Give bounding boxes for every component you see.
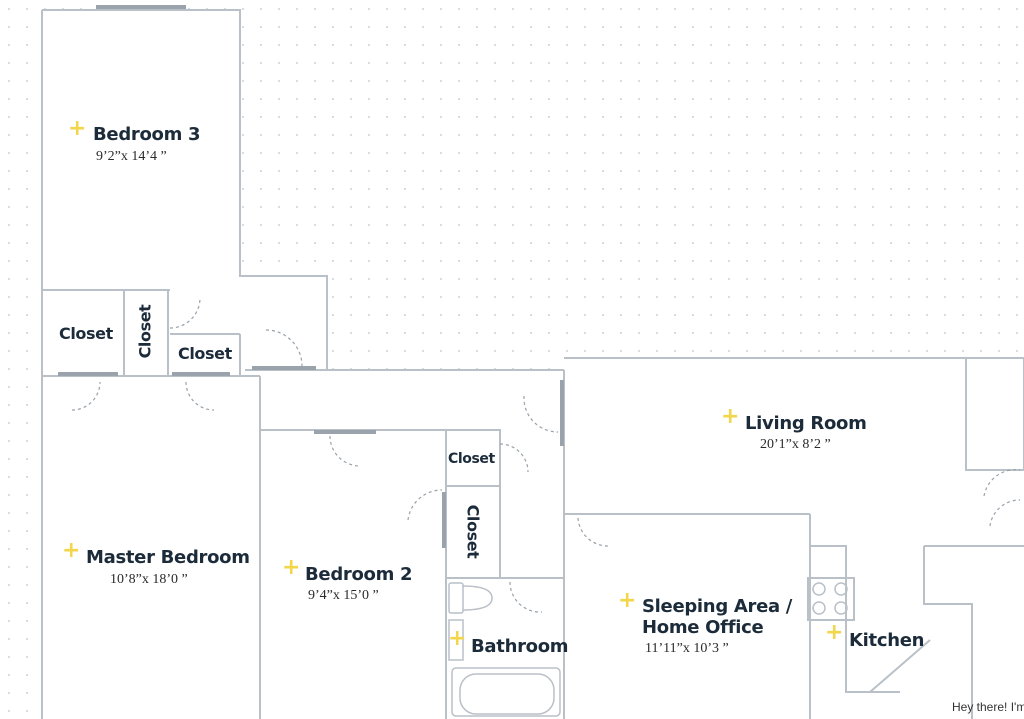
room-marker-icon[interactable]: + — [282, 555, 301, 580]
closet-label: Closet — [178, 344, 232, 363]
room-dims-sleeping-area: 11’11”x 10’3 ” — [645, 641, 729, 656]
room-marker-icon[interactable]: + — [618, 588, 637, 613]
room-name-bedroom-3: Bedroom 3 — [93, 124, 201, 145]
room-dims-master-bedroom: 10’8”x 18’0 ” — [110, 572, 188, 587]
room-name-living-room: Living Room — [745, 413, 867, 434]
room-marker-icon[interactable]: + — [825, 620, 844, 645]
closet-label: Closet — [448, 451, 495, 467]
room-name-bathroom: Bathroom — [471, 636, 569, 657]
room-dims-bedroom-2: 9’4”x 15’0 ” — [308, 588, 379, 603]
room-marker-icon[interactable]: + — [721, 404, 740, 429]
room-marker-icon[interactable]: + — [68, 116, 87, 141]
room-name-master-bedroom: Master Bedroom — [86, 547, 250, 568]
closet-label: Closet — [135, 304, 155, 359]
room-marker-icon[interactable]: + — [62, 538, 81, 563]
room-dims-bedroom-3: 9’2”x 14’4 ” — [96, 149, 167, 164]
room-dims-living-room: 20’1”x 8’2 ” — [760, 437, 831, 452]
room-name-home-office: Home Office — [642, 617, 764, 638]
room-name-sleeping-area: Sleeping Area / — [642, 596, 793, 617]
closet-label: Closet — [463, 504, 483, 559]
room-name-bedroom-2: Bedroom 2 — [305, 564, 413, 585]
room-marker-icon[interactable]: + — [448, 626, 467, 651]
room-name-kitchen: Kitchen — [849, 630, 925, 651]
chat-widget-teaser[interactable]: Hey there! I'm — [952, 700, 1024, 714]
closet-label: Closet — [59, 324, 113, 343]
